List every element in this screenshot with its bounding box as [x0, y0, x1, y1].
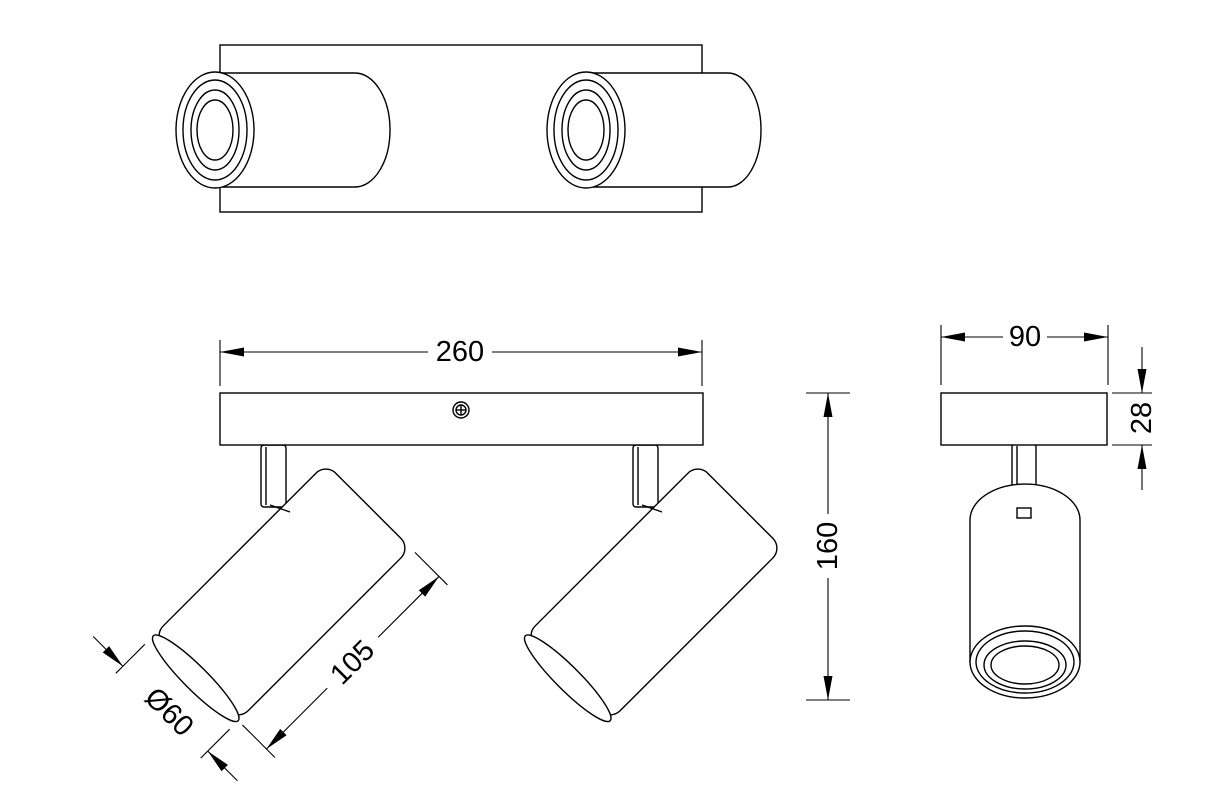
- front-view: [144, 392, 784, 730]
- dimension-total-height: 160: [806, 392, 850, 701]
- dimension-total-height-label: 160: [812, 522, 844, 570]
- dimension-length-label: 260: [436, 336, 484, 368]
- front-view-stem-right: [632, 444, 659, 508]
- dimension-base-height-label: 28: [1126, 402, 1158, 434]
- side-view-base-plate: [940, 392, 1108, 446]
- dimension-length: 260: [219, 336, 703, 386]
- dimension-base-height: 28: [1112, 347, 1158, 490]
- dimension-head-length-label: 105: [324, 634, 381, 691]
- side-view-head: [969, 483, 1081, 699]
- top-view-head-left: [175, 71, 391, 189]
- screw-icon: [452, 401, 470, 419]
- front-view-base-plate: [219, 392, 704, 446]
- front-view-stem-left: [260, 444, 287, 508]
- dimension-depth-label: 90: [1009, 321, 1041, 353]
- top-view: [175, 44, 762, 213]
- top-view-head-right: [546, 71, 762, 189]
- side-view: [940, 392, 1108, 699]
- dimension-depth: 90: [940, 321, 1109, 385]
